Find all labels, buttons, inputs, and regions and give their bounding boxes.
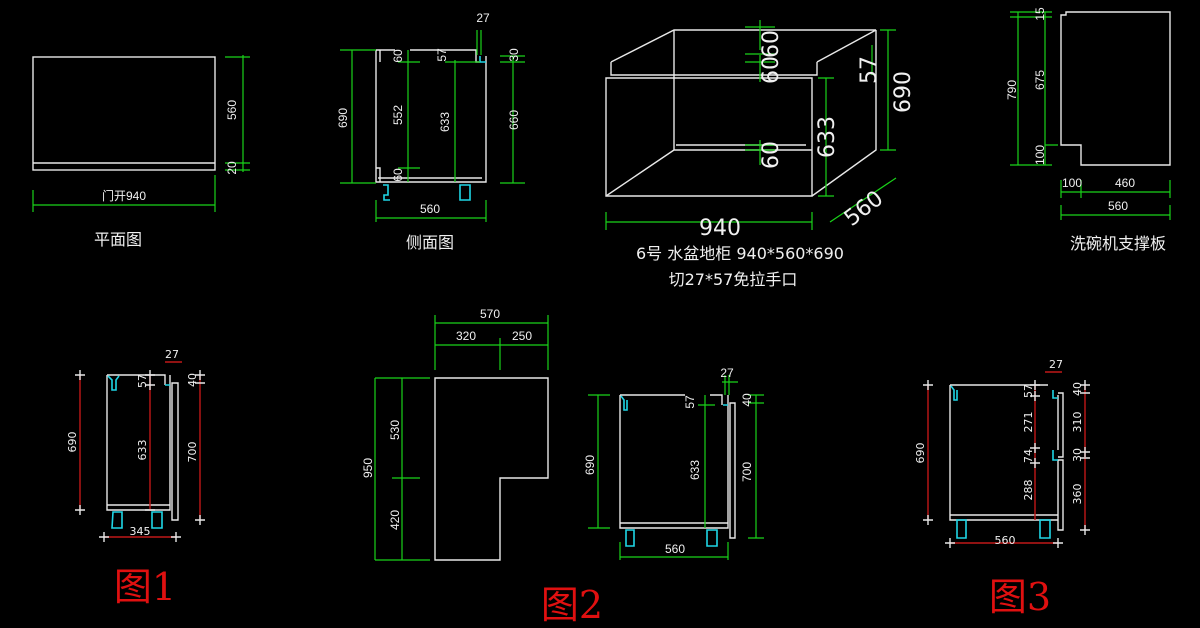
dim-460: 460 — [1115, 176, 1135, 190]
dim-40: 40 — [740, 393, 754, 407]
dim-27: 27 — [476, 11, 490, 25]
side-title: 侧面图 — [406, 233, 454, 252]
figure-1: 27 57 40 690 633 700 345 图1 — [66, 348, 205, 609]
dim-100-vertical: 100 — [1033, 145, 1047, 165]
dim-30: 30 — [507, 48, 521, 62]
figure-3-label: 图3 — [989, 575, 1051, 619]
dim-560: 560 — [420, 202, 440, 216]
dim-57: 57 — [136, 374, 149, 388]
figure-1-label: 图1 — [114, 565, 176, 609]
dim-27: 27 — [1049, 358, 1063, 371]
dim-560: 560 — [1108, 199, 1128, 213]
dim-57: 57 — [435, 48, 449, 62]
dim-633: 633 — [688, 460, 702, 480]
dim-570: 570 — [480, 307, 500, 321]
dim-690: 690 — [66, 432, 79, 453]
dim-633: 633 — [815, 116, 840, 158]
dim-60-b: 60 — [759, 56, 784, 84]
dim-60-top: 60 — [391, 49, 405, 63]
dim-74: 74 — [1022, 449, 1035, 463]
dishwasher-support-view: 15 790 675 100 100 460 560 洗碗机支撑板 — [1005, 7, 1171, 253]
dim-30: 30 — [1071, 448, 1084, 462]
dim-27: 27 — [165, 348, 179, 361]
figure-2: 27 57 40 690 633 700 560 图2 — [541, 366, 764, 627]
cabinet-note: 切27*57免拉手口 — [669, 270, 798, 289]
dim-560: 560 — [995, 534, 1016, 547]
dim-560: 560 — [665, 542, 685, 556]
dim-940: 940 — [699, 216, 741, 241]
dim-57: 57 — [683, 395, 697, 409]
plan-view: 560 20 门开940 平面图 — [32, 55, 250, 249]
l-shape-panel: 570 320 250 950 530 420 — [361, 307, 549, 561]
dim-345: 345 — [130, 525, 151, 538]
dim-420: 420 — [388, 510, 402, 530]
dim-950: 950 — [361, 458, 375, 478]
dim-60-c: 60 — [759, 141, 784, 169]
dim-27: 27 — [720, 366, 734, 380]
dim-690: 690 — [336, 108, 350, 128]
dim-60-bottom: 60 — [391, 168, 405, 182]
dim-633: 633 — [136, 440, 149, 461]
dim-15: 15 — [1033, 7, 1047, 21]
dim-690: 690 — [583, 455, 597, 475]
dim-660: 660 — [507, 110, 521, 130]
side-view: 27 690 60 552 60 57 633 30 660 560 侧面图 — [336, 11, 525, 252]
dim-57: 57 — [857, 56, 882, 84]
dim-60-a: 60 — [759, 30, 784, 58]
dim-100: 100 — [1062, 176, 1082, 190]
dim-288: 288 — [1022, 480, 1035, 501]
dim-271: 271 — [1022, 412, 1035, 433]
figure-2-label: 图2 — [541, 583, 603, 627]
dim-690: 690 — [914, 443, 927, 464]
dim-310: 310 — [1071, 412, 1084, 433]
dim-700: 700 — [186, 442, 199, 463]
figure-3: 27 57 40 690 271 310 74 30 288 360 560 图… — [914, 358, 1090, 619]
dim-57: 57 — [1022, 384, 1035, 398]
dim-door-940: 门开940 — [102, 188, 146, 203]
cabinet-spec: 6号 水盆地柜 940*560*690 — [636, 244, 844, 263]
dim-40: 40 — [186, 373, 199, 387]
plan-title: 平面图 — [94, 230, 142, 249]
dim-20: 20 — [225, 161, 239, 175]
dim-250: 250 — [512, 329, 532, 343]
dim-790: 790 — [1005, 80, 1019, 100]
dim-360: 360 — [1071, 484, 1084, 505]
dim-552: 552 — [391, 105, 405, 125]
dim-320: 320 — [456, 329, 476, 343]
dim-530: 530 — [388, 420, 402, 440]
dim-700: 700 — [740, 462, 754, 482]
dim-690: 690 — [891, 71, 916, 113]
dim-560: 560 — [225, 100, 239, 120]
dim-40: 40 — [1071, 382, 1084, 396]
dishwasher-title: 洗碗机支撑板 — [1070, 234, 1166, 253]
dim-633: 633 — [438, 112, 452, 132]
dim-675: 675 — [1033, 70, 1047, 90]
